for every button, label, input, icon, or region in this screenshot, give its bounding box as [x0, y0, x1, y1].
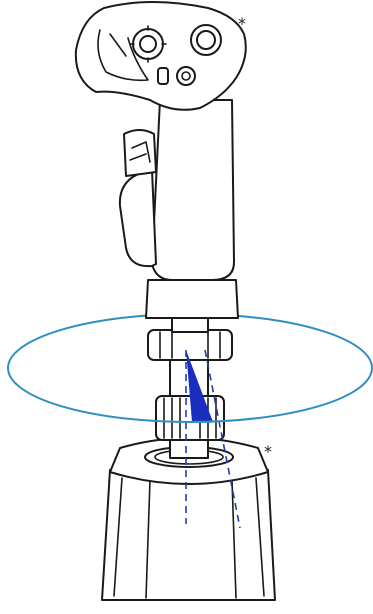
joystick-base — [102, 438, 275, 600]
top-asterisk-marker: * — [238, 16, 246, 32]
base-asterisk-marker: * — [264, 444, 272, 460]
round-button-icon — [191, 25, 221, 55]
